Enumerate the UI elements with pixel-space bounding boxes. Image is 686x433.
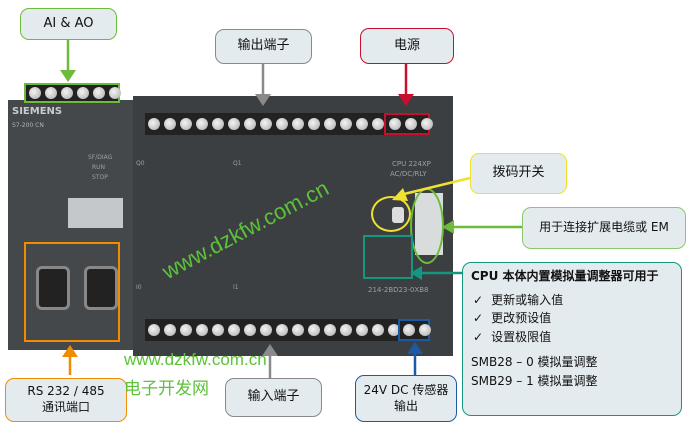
analog-box-title: CPU 本体内置模拟量调整器可用于 (471, 269, 659, 283)
i0-label: I0 (136, 284, 142, 291)
output-terminals (145, 113, 385, 135)
plc-model: S7-200 CN (12, 122, 44, 129)
input-terminals (145, 319, 400, 341)
check-icon: ✓ (473, 311, 484, 326)
watermark-url: www.dzkfw.com.cn (124, 350, 267, 369)
rs485-line2: 通讯端口 (41, 400, 90, 414)
watermark-name: 电子开发网 (124, 379, 209, 398)
callout-output-terminals: 输出端子 (215, 29, 312, 64)
rs485-line1: RS 232 / 485 (27, 384, 105, 399)
sensor-terminals (398, 319, 431, 341)
port-0 (36, 266, 70, 310)
comm-ports-highlight (24, 242, 120, 342)
smb29-line: SMB29 – 1 模拟量调整 (471, 373, 598, 388)
check-icon: ✓ (473, 292, 484, 307)
callout-sensor-output: 24V DC 传感器 输出 (355, 375, 457, 422)
callout-rs485: RS 232 / 485 通讯端口 (5, 378, 127, 422)
plc-brand: SIEMENS (12, 106, 63, 117)
ai-ao-terminals (24, 83, 121, 103)
status-run: RUN (92, 164, 106, 171)
analog-item: ✓更改预设值 (473, 311, 552, 326)
port-1 (84, 266, 118, 310)
check-icon: ✓ (473, 329, 484, 344)
cpu-label: CPU 224XP (392, 160, 431, 168)
status-stop: STOP (92, 174, 108, 181)
callout-expansion: 用于连接扩展电缆或 EM (522, 207, 686, 249)
status-sf: SF/DIAG (88, 154, 113, 161)
analog-item: ✓更新或输入值 (473, 292, 564, 307)
analog-item: ✓设置极限值 (473, 329, 552, 344)
memory-label (68, 198, 123, 228)
sensor-line1: 24V DC 传感器 (363, 382, 449, 397)
callout-dip-switch: 拨码开关 (470, 153, 567, 194)
smb28-line: SMB28 – 0 模拟量调整 (471, 355, 598, 370)
analog-adjuster-box: CPU 本体内置模拟量调整器可用于 ✓更新或输入值 ✓更改预设值 ✓设置极限值 … (462, 262, 682, 416)
callout-power: 电源 (360, 28, 454, 64)
analog-pots-highlight (363, 235, 413, 279)
order-number: 214-2BD23-0XB8 (368, 286, 429, 294)
callout-ai-ao: AI & AO (20, 8, 117, 40)
cpu-type-label: AC/DC/RLY (390, 170, 427, 178)
power-terminals (384, 113, 433, 135)
sensor-line2: 输出 (393, 398, 418, 413)
i1-label: I1 (233, 284, 239, 291)
callout-input-terminals: 输入端子 (225, 378, 322, 417)
q1-label: Q1 (233, 160, 242, 167)
q0-label: Q0 (136, 160, 145, 167)
